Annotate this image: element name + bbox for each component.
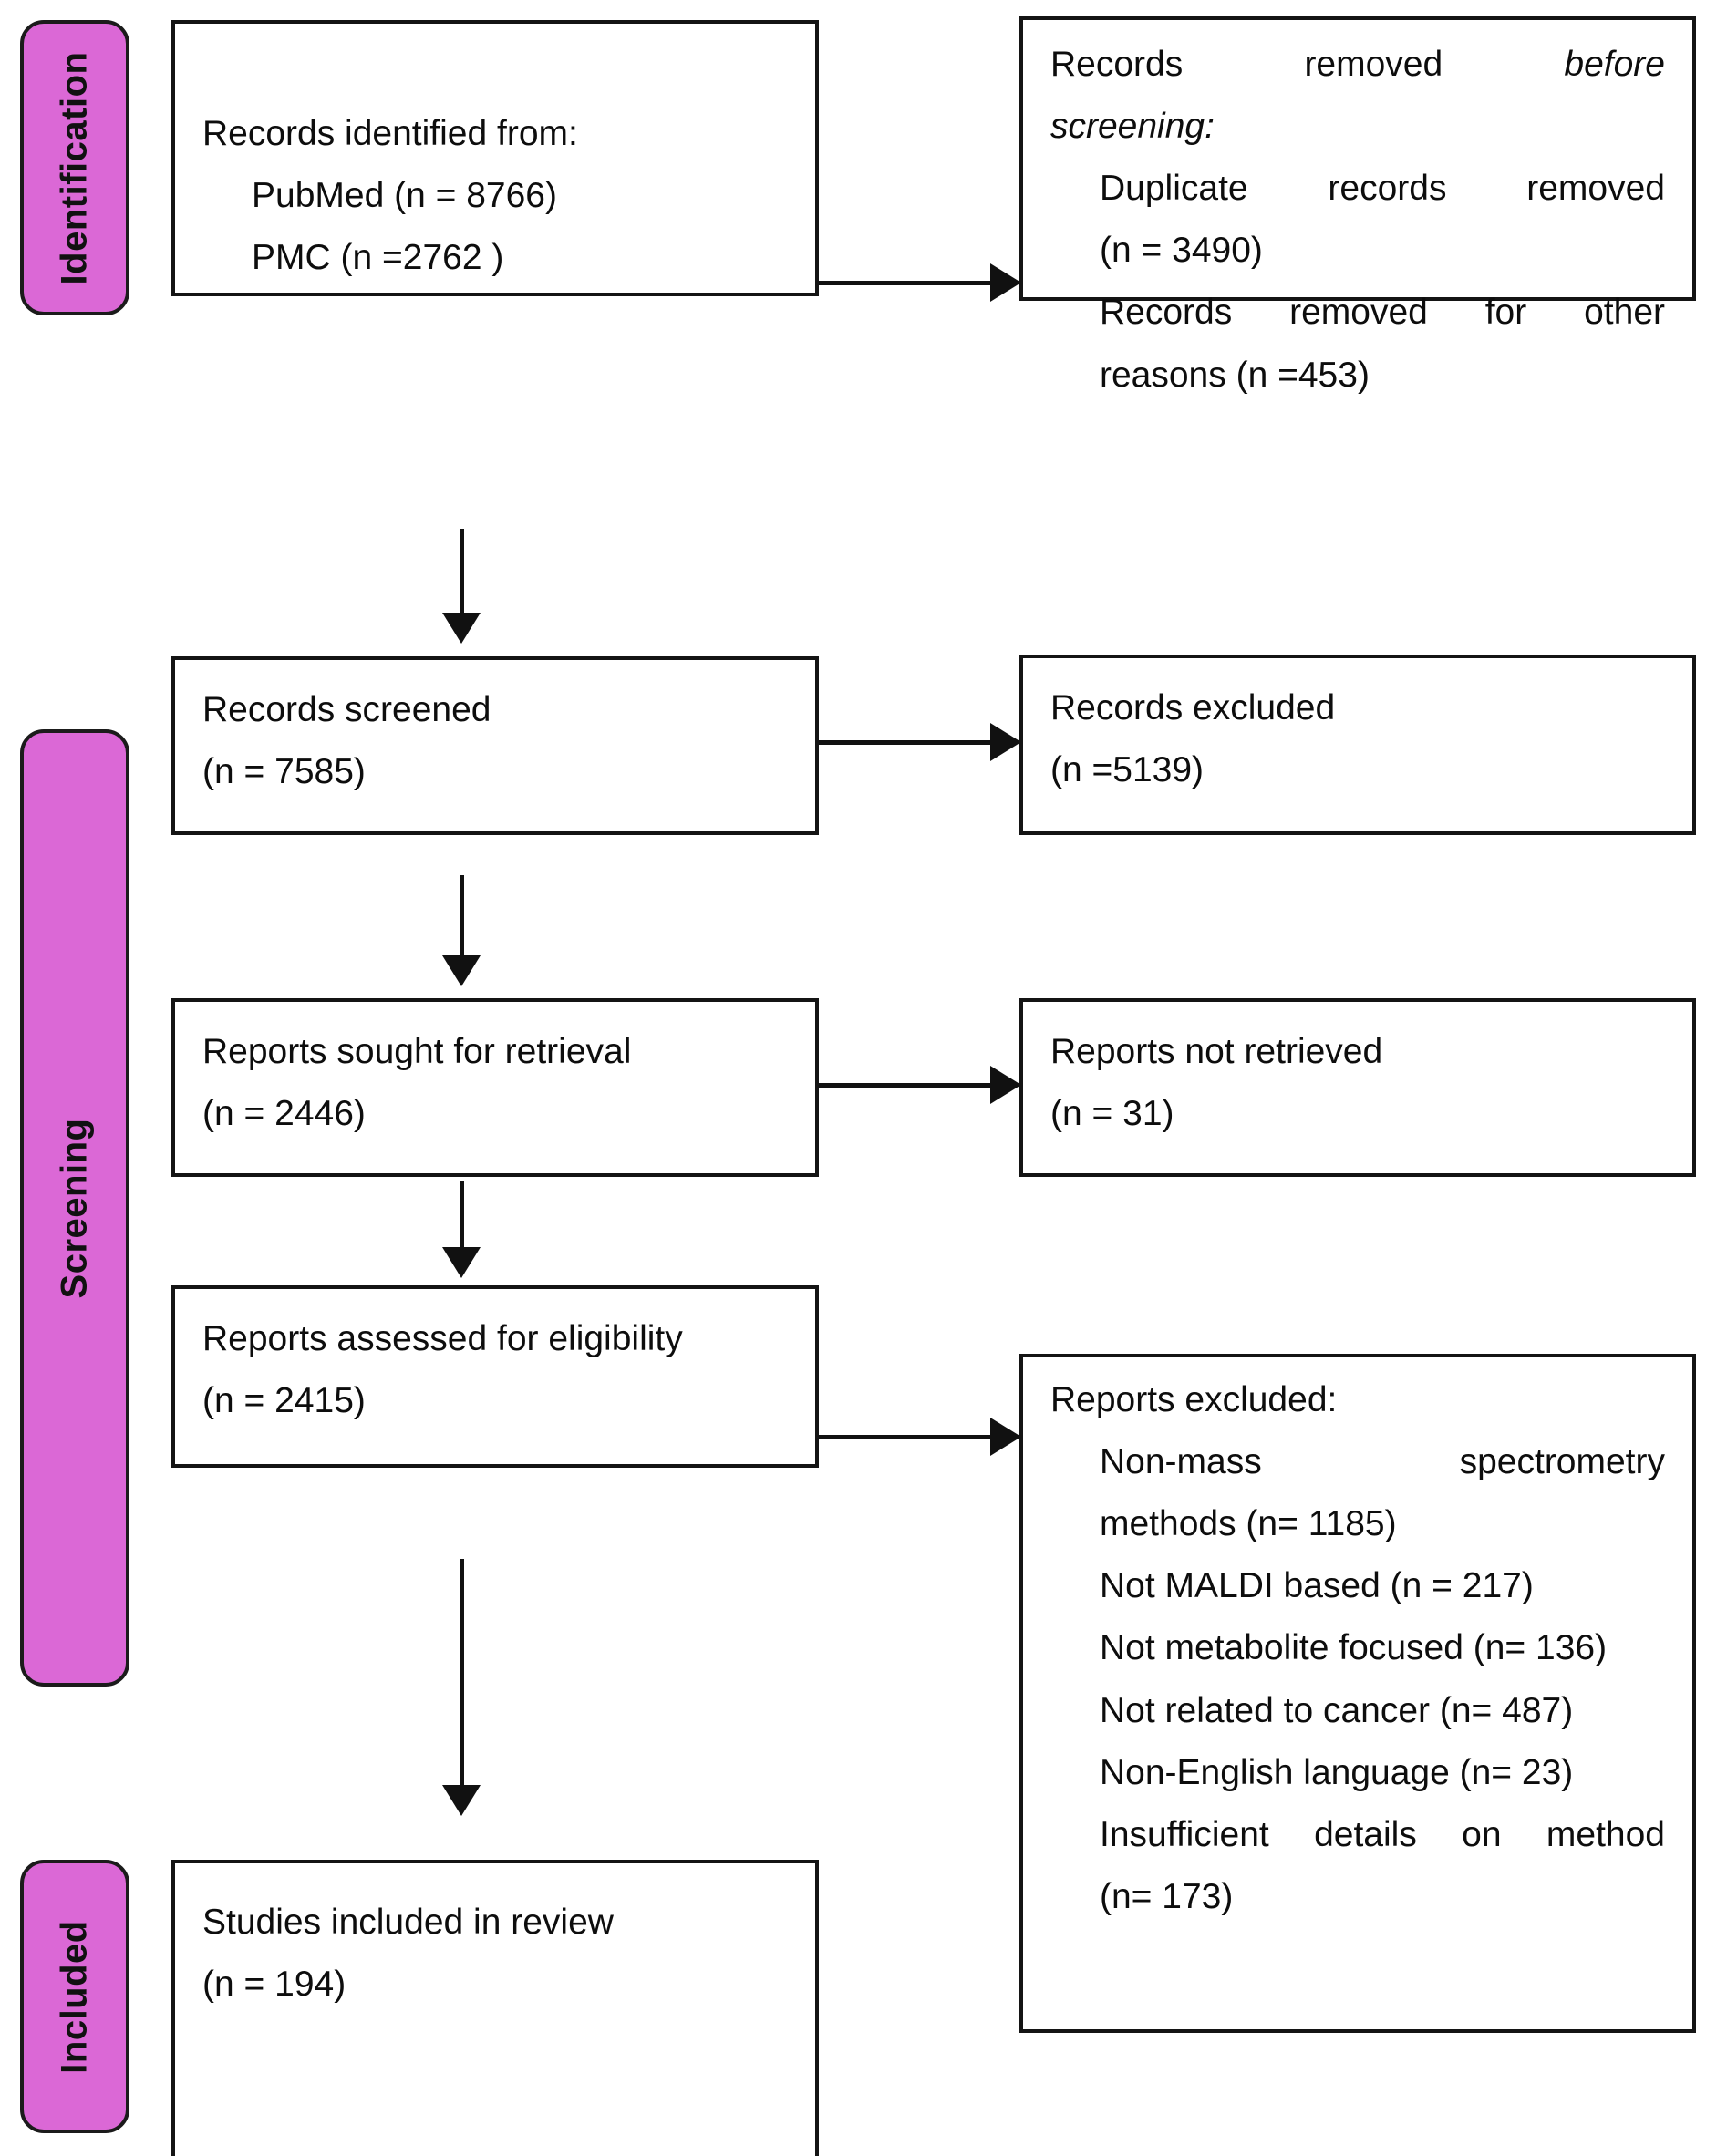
reports-not-retrieved-count: (n = 31) [1050, 1094, 1174, 1134]
stage-label-identification: Identification [54, 51, 95, 284]
arrow-sought-to-not-retrieved-line [819, 1083, 992, 1088]
reports-assessed-count: (n = 2415) [202, 1381, 366, 1421]
box-reports-assessed: Reports assessed for eligibility (n = 24… [171, 1285, 819, 1468]
stage-pill-screening: Screening [20, 729, 129, 1687]
box-records-screened: Records screened (n = 7585) [171, 656, 819, 835]
reports-sought-label: Reports sought for retrieval [202, 1032, 632, 1071]
box-reports-not-retrieved: Reports not retrieved (n = 31) [1019, 998, 1696, 1177]
records-identified-source-pmc: PMC (n =2762 ) [252, 238, 504, 278]
records-removed-item-3: reasons (n =453) [1100, 355, 1370, 395]
box-studies-included: Studies included in review (n = 194) [171, 1860, 819, 2156]
arrow-assessed-to-reports-excluded-line [819, 1435, 992, 1439]
reports-excluded-reason-6: Insufficient details on method [1100, 1814, 1665, 1854]
box-records-removed-before-screening: Records removed before screening: Duplic… [1019, 16, 1696, 394]
records-removed-item-2: Records removed for other [1100, 293, 1665, 333]
records-removed-heading: Records removed before [1050, 45, 1665, 84]
reports-excluded-reason-3: Not metabolite focused (n= 136) [1100, 1628, 1608, 1668]
arrow-screened-to-excluded-head [990, 723, 1021, 761]
arrow-assessed-to-included-head [442, 1785, 481, 1816]
studies-included-label: Studies included in review [202, 1903, 614, 1942]
records-removed-heading-italic: before [1564, 45, 1665, 84]
records-screened-count: (n = 7585) [202, 752, 366, 792]
stage-pill-identification: Identification [20, 20, 129, 315]
box-records-excluded: Records excluded (n =5139) [1019, 655, 1696, 835]
reports-excluded-heading: Reports excluded: [1050, 1380, 1338, 1419]
arrow-identified-to-removed-line [819, 281, 992, 285]
arrow-identified-to-screened-line [460, 529, 464, 620]
box-reports-excluded: Reports excluded: Non-mass spectrometry … [1019, 1354, 1696, 2033]
arrow-screened-to-sought-line [460, 875, 464, 962]
records-screened-label: Records screened [202, 690, 491, 729]
arrow-screened-to-excluded-line [819, 740, 992, 745]
stage-label-included: Included [54, 1919, 95, 2074]
box-reports-sought: Reports sought for retrieval (n = 2446) [171, 998, 819, 1177]
reports-assessed-label: Reports assessed for eligibility [202, 1319, 683, 1358]
arrow-screened-to-sought-head [442, 955, 481, 986]
records-removed-heading-text: Records removed [1050, 45, 1565, 84]
box-records-identified: Records identified from: PubMed (n = 876… [171, 20, 819, 296]
arrow-sought-to-not-retrieved-head [990, 1066, 1021, 1104]
stage-label-screening: Screening [54, 1118, 95, 1298]
arrow-identified-to-removed-head [990, 263, 1021, 302]
arrow-assessed-to-reports-excluded-head [990, 1418, 1021, 1456]
records-identified-source-pubmed: PubMed (n = 8766) [252, 176, 557, 216]
reports-excluded-reason-2: Not MALDI based (n = 217) [1100, 1566, 1534, 1606]
records-removed-item-1: (n = 3490) [1100, 231, 1263, 271]
reports-not-retrieved-label: Reports not retrieved [1050, 1032, 1383, 1071]
reports-excluded-reason-0: Non-mass spectrometry [1100, 1442, 1665, 1482]
records-removed-heading-line2: screening: [1050, 108, 1665, 146]
reports-excluded-reason-5: Non-English language (n= 23) [1100, 1752, 1574, 1792]
arrow-identified-to-screened-head [442, 613, 481, 644]
records-identified-heading: Records identified from: [202, 114, 578, 153]
reports-excluded-reason-7: (n= 173) [1100, 1876, 1234, 1916]
arrow-sought-to-assessed-head [442, 1247, 481, 1278]
records-removed-screening-italic: screening [1050, 107, 1205, 147]
records-excluded-label: Records excluded [1050, 688, 1336, 727]
records-excluded-count: (n =5139) [1050, 750, 1205, 790]
stage-pill-included: Included [20, 1860, 129, 2133]
records-removed-item-0: Duplicate records removed [1100, 169, 1665, 209]
arrow-assessed-to-included-line [460, 1559, 464, 1791]
reports-excluded-reason-1: methods (n= 1185) [1100, 1504, 1397, 1544]
records-removed-colon: : [1205, 107, 1215, 147]
arrow-sought-to-assessed-line [460, 1181, 464, 1253]
reports-excluded-reason-4: Not related to cancer (n= 487) [1100, 1690, 1574, 1730]
studies-included-count: (n = 194) [202, 1965, 346, 2005]
reports-sought-count: (n = 2446) [202, 1094, 366, 1134]
